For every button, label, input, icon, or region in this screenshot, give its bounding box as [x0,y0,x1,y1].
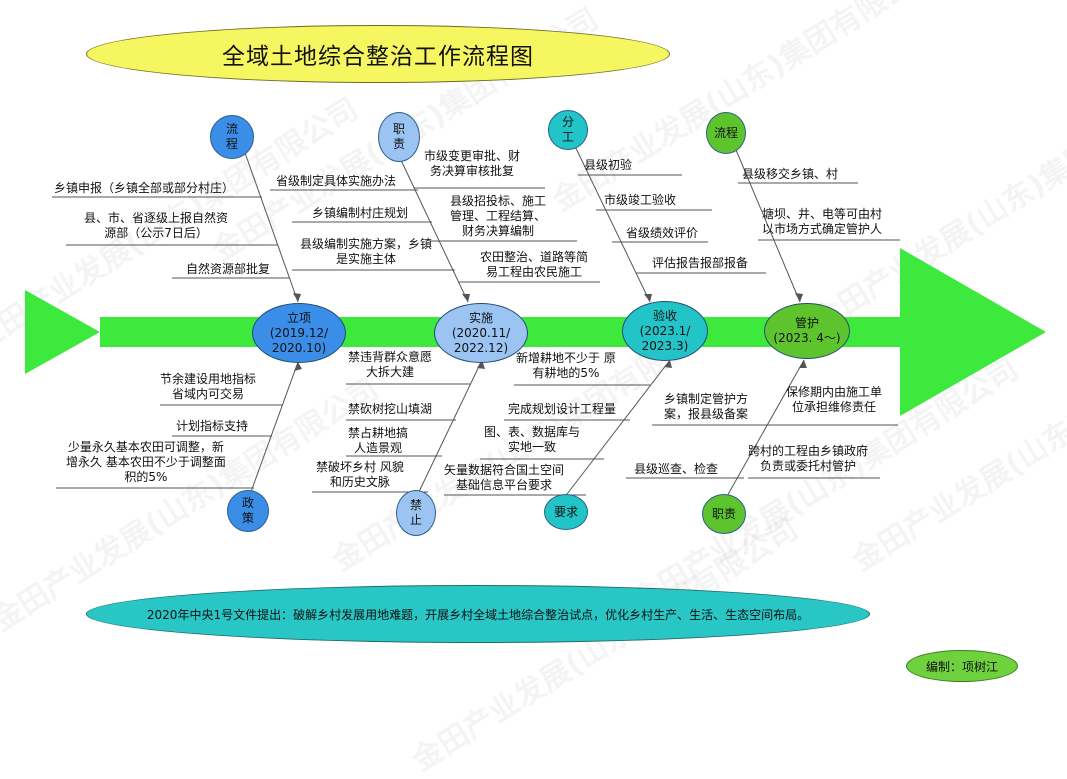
branch-label: 县、市、省逐级上报自然资 源部（公示7日后） [84,211,229,240]
branch-label: 市级变更审批、财 务决算审核批复 [424,149,521,178]
branch-label: 节余建设用地指标 省域内可交易 [160,372,257,401]
branch-line [247,361,299,501]
branch-label: 县级初验 [584,158,633,172]
arrowhead [477,360,485,369]
branch-label: 乡镇制定管护方 案，报县级备案 [664,392,749,421]
branch-label: 省级绩效评价 [626,226,699,240]
spine-tail-arrow [25,290,100,374]
stage-lixiang: 立项 (2019.12/ 2020.10) [252,303,346,363]
tag-liucheng-2: 流程 [706,112,746,154]
branch-label: 县级招投标、施工 管理、工程结算、 财务决算编制 [450,194,547,238]
arrowhead [293,293,301,302]
branch-line [735,149,801,303]
branch-label: 县级编制实施方案，乡镇 是实施主体 [300,237,433,266]
branch-label: 禁破坏乡村 风貌 和历史文脉 [316,460,404,489]
branch-label: 塘坝、井、电等可由村 以市场方式确定管护人 [762,207,883,236]
stage-shishi: 实施 (2020.11/ 2022.12) [434,303,528,363]
branch-label: 评估报告报部报备 [652,256,749,270]
branch-label: 禁占耕地搞 人造景观 [348,426,409,455]
stage-guanhu: 管护 (2023. 4～) [764,303,850,359]
arrowhead [644,294,652,302]
branch-line [725,359,805,499]
tag-zhize-2: 职责 [702,494,746,534]
branch-line [243,149,299,303]
tag-fengong: 分 工 [548,110,588,150]
branch-label: 乡镇编制村庄规划 [312,206,409,220]
branch-label: 市级竣工验收 [604,193,677,207]
branch-label: 自然资源部批复 [186,262,271,276]
branch-label: 少量永久基本农田可调整，新 增永久 基本农田不少于调整面 积的5% [66,440,226,484]
branch-line [415,359,483,499]
branch-label: 图、表、数据库与 实地一致 [484,425,581,454]
branch-label: 矢量数据符合国土空间 基础信息平台要求 [444,463,565,492]
branch-label: 县级巡查、检查 [634,462,719,476]
branch-label: 新增耕地不少于 原 有耕地的5% [516,351,616,380]
branch-label: 省级制定具体实施办法 [276,174,397,188]
arrowhead [795,293,803,302]
arrowhead [294,362,302,371]
branch-label: 完成规划设计工程量 [508,402,617,416]
tag-zhize-1: 职 责 [378,112,420,162]
stage-yanshou: 验收 (2023.1/ 2023.3) [622,301,708,361]
arrowhead [462,294,470,302]
branch-label: 跨村的工程由乡镇政府 负责或委托村管护 [748,444,869,473]
spine-head-arrow [900,248,1046,416]
arrowhead [799,360,807,368]
branch-label: 禁砍树挖山填湖 [348,402,433,416]
branch-label: 禁违背群众意愿 大拆大建 [348,350,433,379]
branch-line [563,359,671,499]
branch-label: 计划指标支持 [176,419,249,433]
tag-yaoqiu: 要求 [544,494,588,530]
tag-zhengce: 政 策 [227,490,269,532]
policy-note: 2020年中央1号文件提出：破解乡村发展用地难题，开展乡村全域土地综合整治试点，… [86,585,870,643]
branch-label: 乡镇申报（乡镇全部或部分村庄） [54,181,235,195]
branch-label: 保修期内由施工单 位承担维修责任 [786,385,883,414]
tag-liucheng-1: 流 程 [210,115,254,159]
branch-line [571,139,651,303]
author-badge: 编制：项树江 [906,650,1018,682]
tag-jinzhi: 禁 止 [396,490,436,536]
branch-line [399,157,469,303]
arrowhead [664,360,672,368]
branch-label: 县级移交乡镇、村 [742,167,839,181]
page-title: 全域土地综合整治工作流程图 [86,25,670,83]
branch-label: 农田整治、道路等简 易工程由农民施工 [480,250,589,279]
